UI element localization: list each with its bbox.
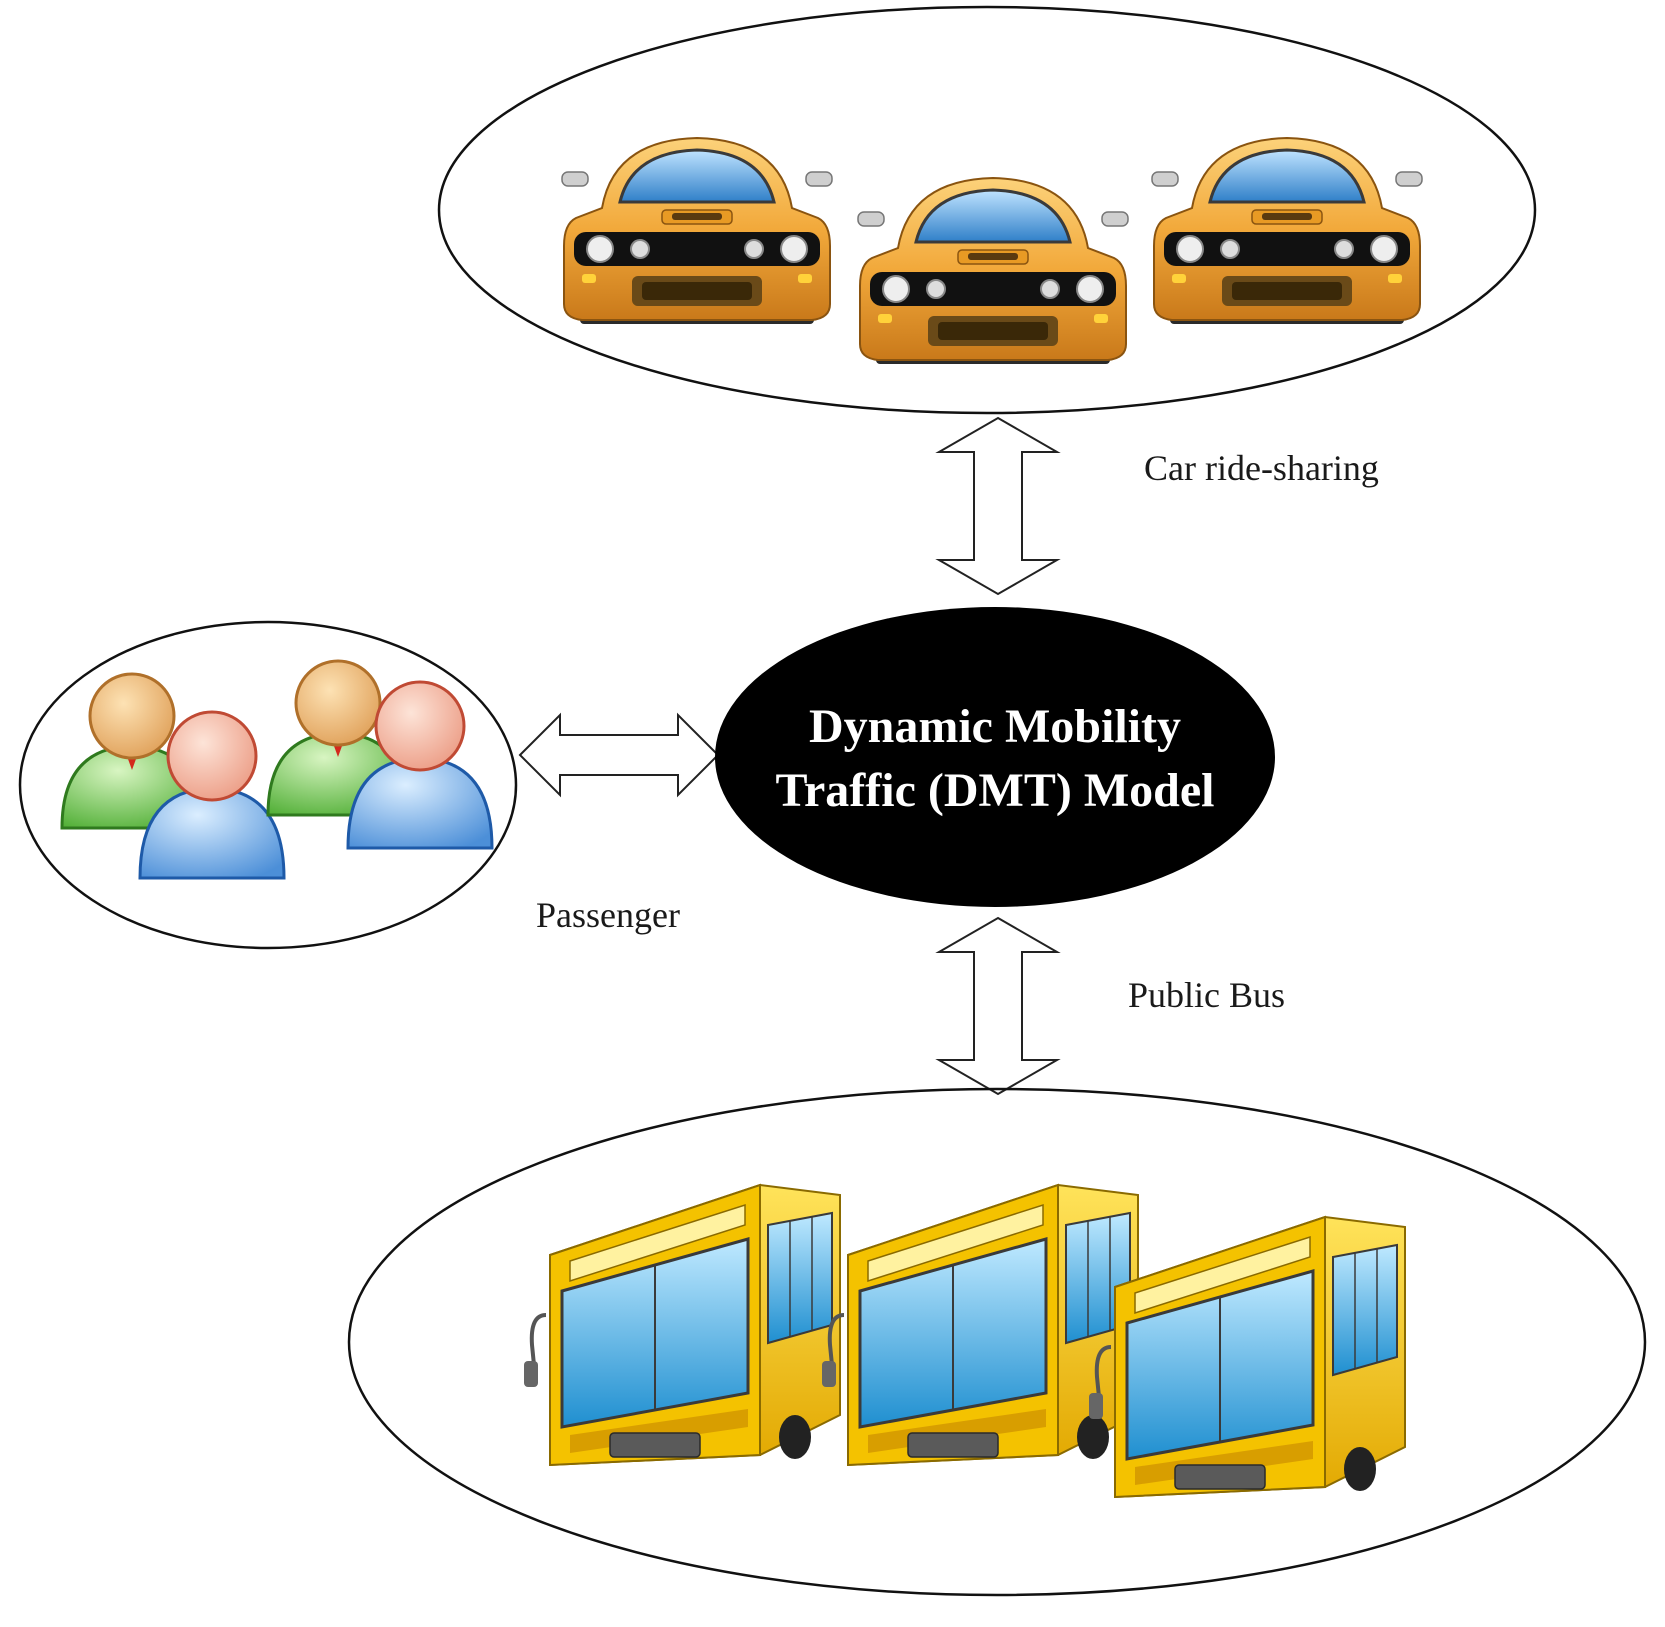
dmt-model-title-line1: Dynamic Mobility [809,700,1181,753]
passenger-label: Passenger [536,895,680,935]
dmt-model-title-line2: Traffic (DMT) Model [776,764,1215,817]
user-group-icon [60,659,494,880]
dmt-model-node [715,607,1275,907]
car-ride-sharing-label: Car ride-sharing [1144,448,1379,488]
public-bus-label: Public Bus [1128,975,1285,1015]
car-group-ellipse [437,5,1537,415]
passenger-group-ellipse [18,620,518,950]
bus-connection-arrow [935,916,1061,1096]
bus-icon-2 [820,1183,1140,1467]
car-icon-3 [1150,136,1424,326]
car-connection-arrow [935,416,1061,596]
bus-group-ellipse [347,1087,1647,1597]
passenger-connection-arrow [518,712,720,798]
car-icon-1 [560,136,834,326]
car-icon-2 [856,176,1130,366]
bus-icon-1 [522,1183,842,1467]
